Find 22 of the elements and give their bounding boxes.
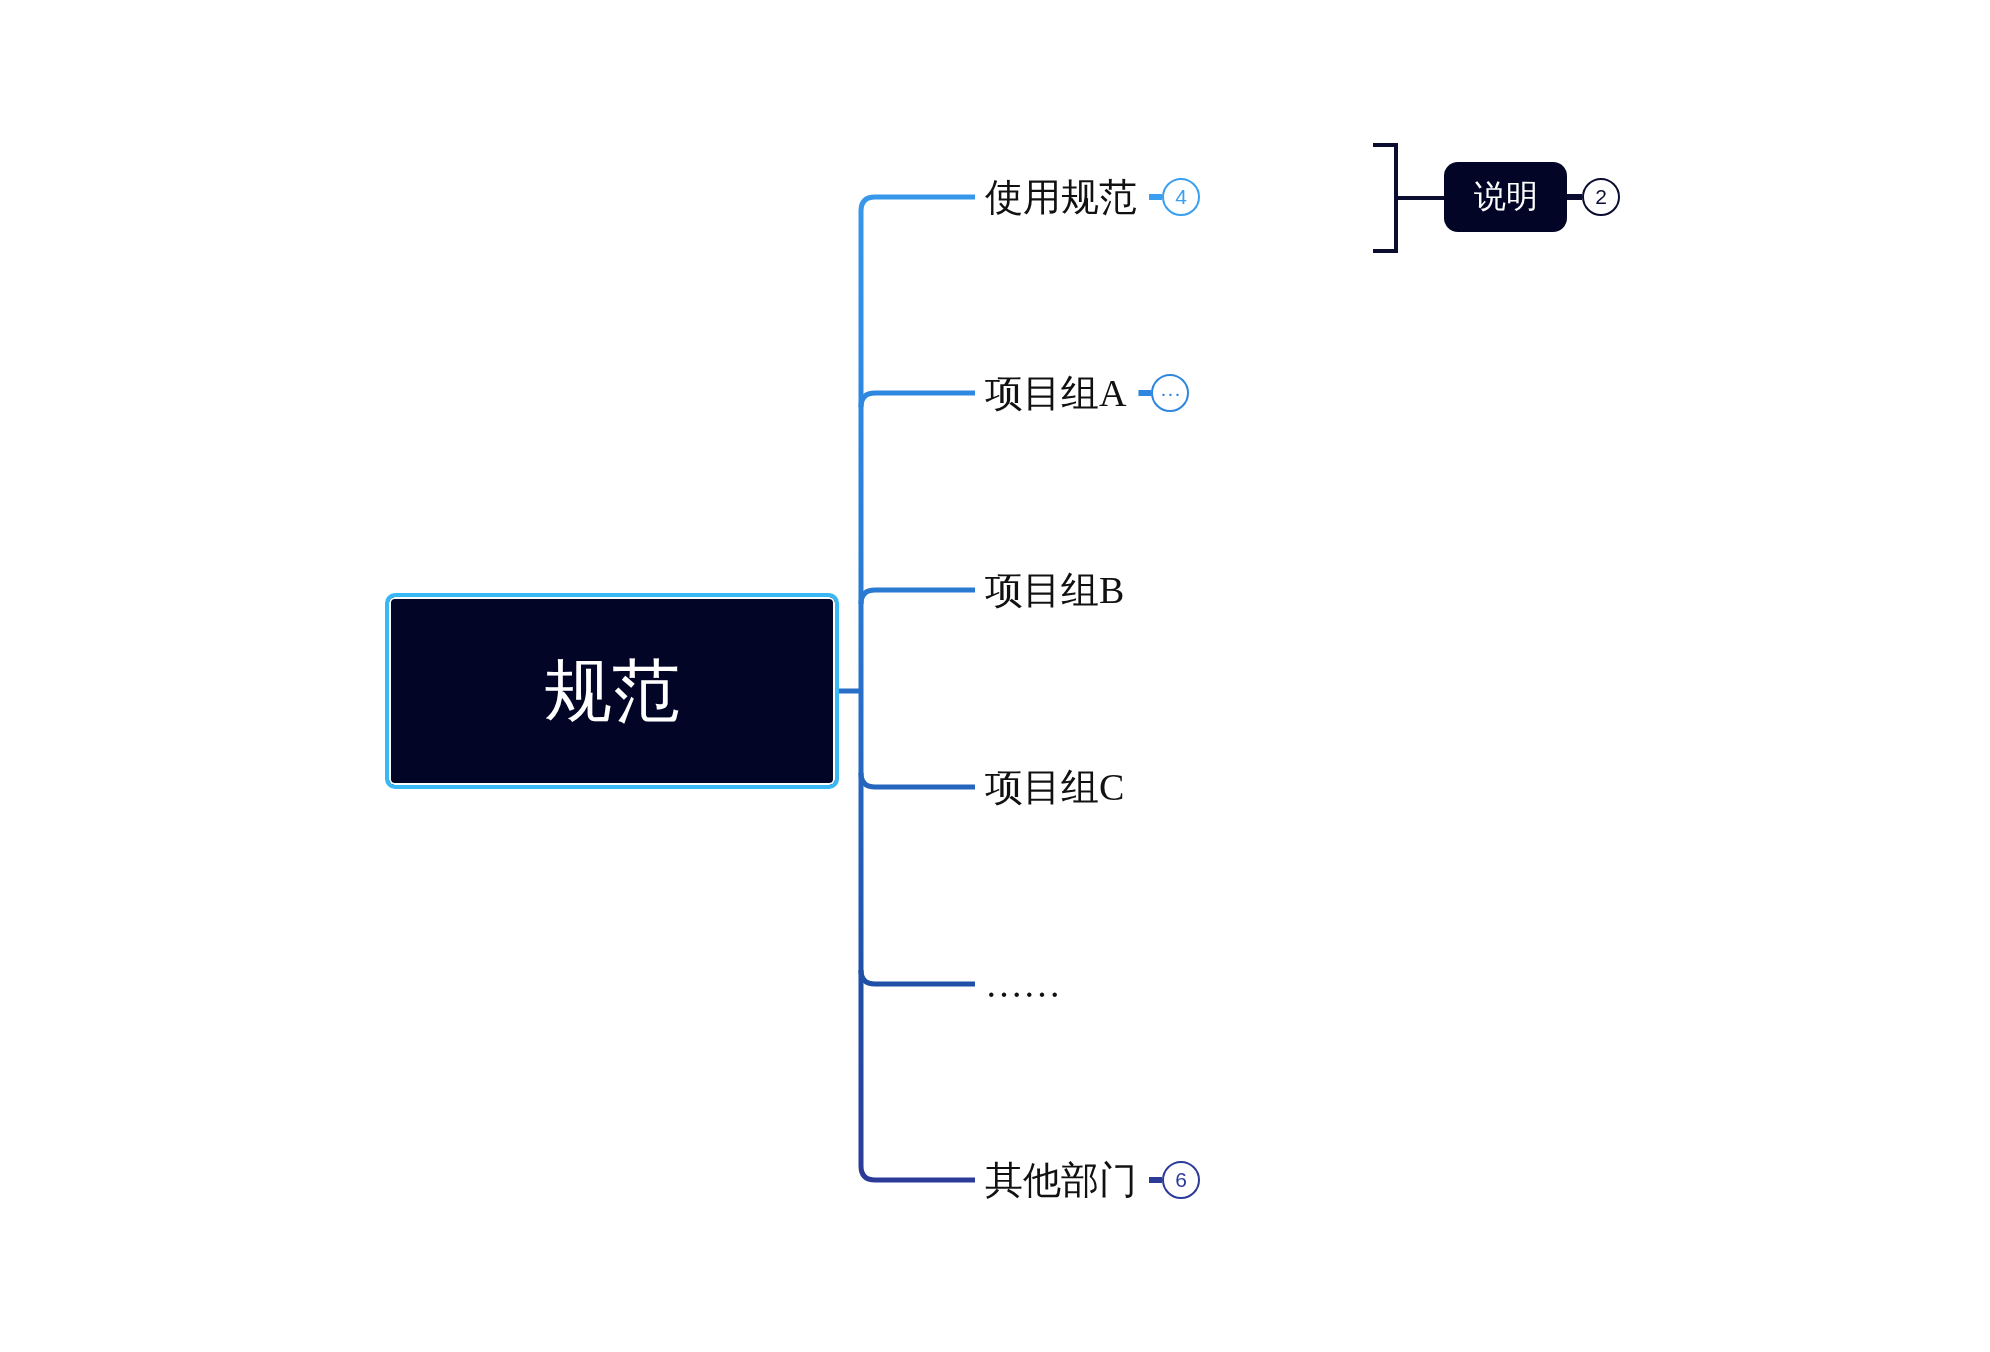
connector-line [1149,194,1162,200]
more-badge: ··· [1151,374,1190,412]
root-topic-box: 规范 [385,593,839,789]
topic-label: 项目组B [985,567,1125,613]
branch-line [858,772,975,790]
connector-line [1138,390,1152,396]
count-badge: 2 [1582,178,1620,216]
count-badge: 6 [1162,1161,1200,1199]
branch-line [858,587,975,605]
branch-line [858,390,975,408]
topic-label: 项目组C [985,764,1125,810]
connector-line [1567,194,1582,200]
topic-label: 其他部门 [985,1157,1137,1203]
branch-line [858,1165,975,1183]
connector-line [1149,1177,1162,1183]
topic-label: 使用规范 [985,174,1137,220]
topic-label: …… [985,961,1061,1007]
branch-line [858,194,975,212]
branch-line [858,969,975,987]
count-badge: 4 [1162,178,1200,216]
topic-label: 项目组A [985,370,1127,416]
summary-box: 说明 [1444,162,1567,232]
